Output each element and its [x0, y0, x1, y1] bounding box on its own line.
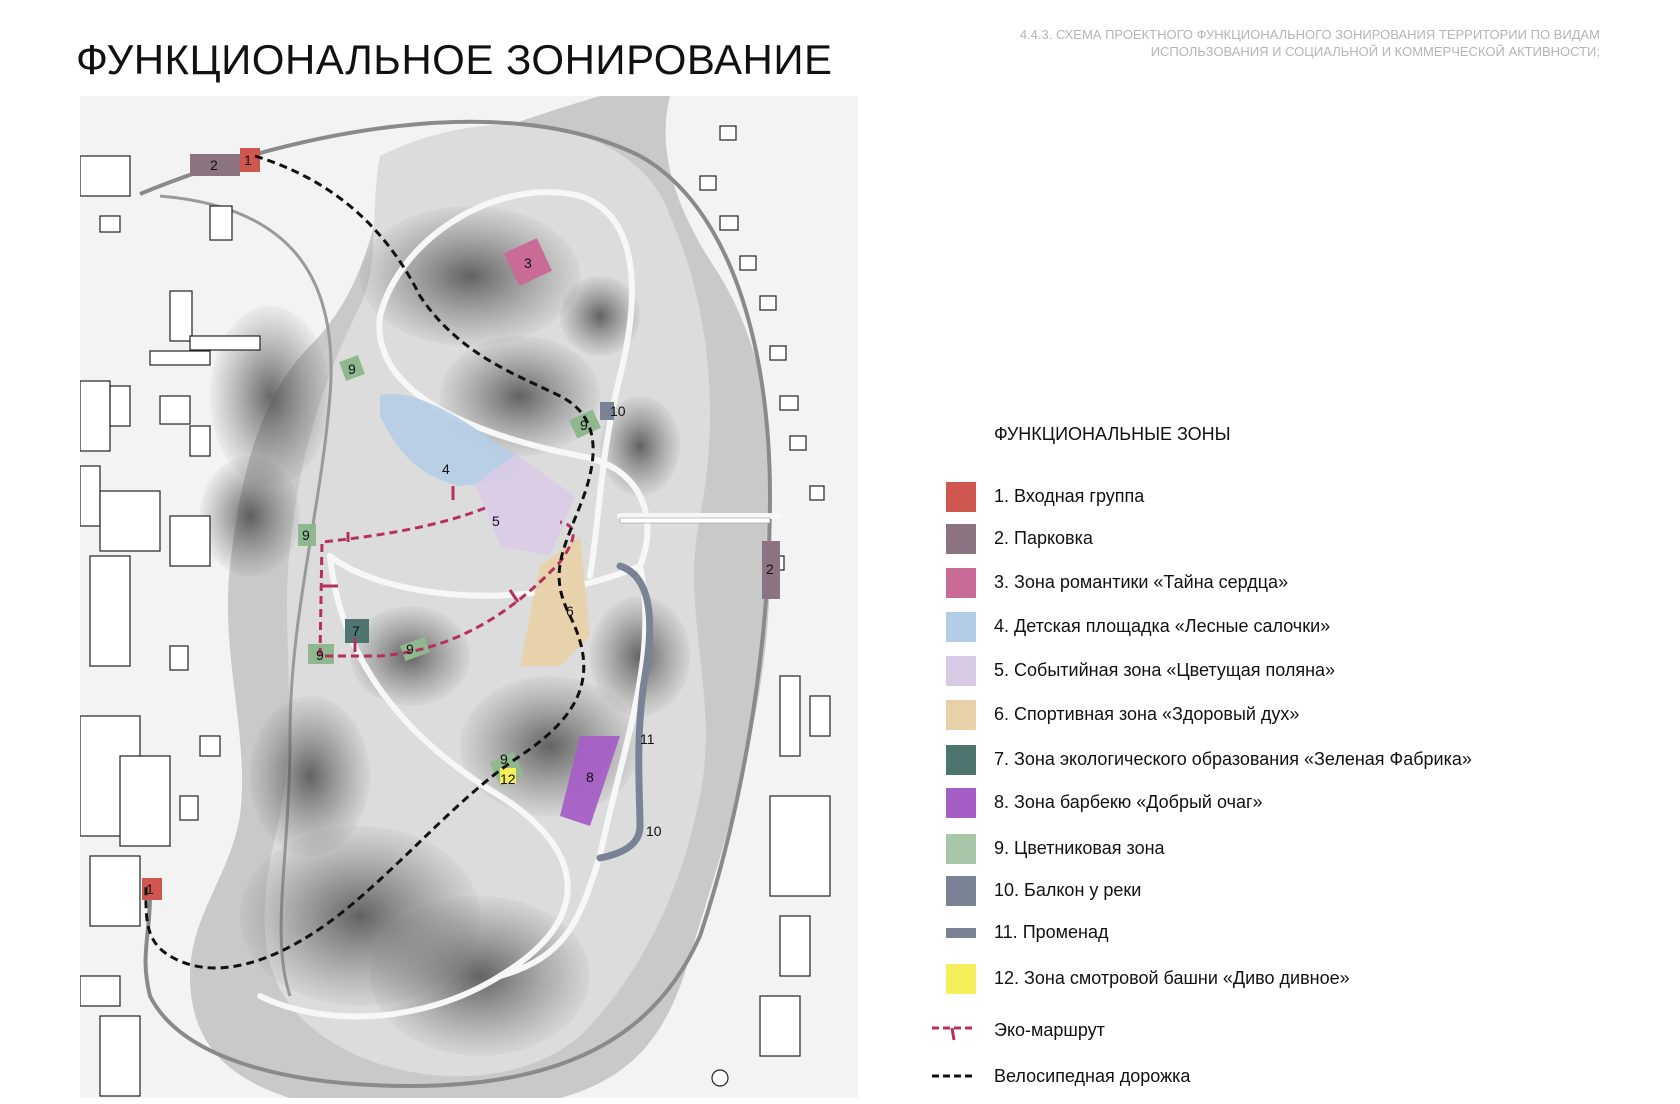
swatch-tower	[946, 964, 976, 994]
legend-label-parking: 2. Парковка	[994, 528, 1093, 548]
legend-label-barbecue: 8. Зона барбекю «Добрый очаг»	[994, 792, 1263, 812]
zone-8-barbecue[interactable]	[560, 736, 620, 826]
label-z4: 4	[442, 461, 450, 477]
legend-item-parking: 2. Парковка	[930, 524, 1530, 554]
label-z9f: 9	[500, 751, 508, 767]
legend-item-barbecue: 8. Зона барбекю «Добрый очаг»	[930, 788, 1530, 818]
eco-route-stops	[322, 486, 520, 652]
buildings-left	[80, 155, 261, 1097]
legend-label-bike-path: Велосипедная дорожка	[994, 1066, 1191, 1086]
legend-label-sports: 6. Спортивная зона «Здоровый дух»	[994, 704, 1300, 724]
zone-12-tower[interactable]	[500, 768, 516, 784]
swatch-promenade	[946, 928, 976, 938]
zone-2-parking-top[interactable]	[190, 154, 240, 176]
subtitle-line-1: 4.4.3. СХЕМА ПРОЕКТНОГО ФУНКЦИОНАЛЬНОГО …	[1019, 27, 1600, 42]
zone-3-romance[interactable]	[504, 238, 552, 286]
label-z10a: 10	[610, 403, 626, 419]
buildings-right	[699, 125, 831, 1057]
legend-item-balcony: 10. Балкон у реки	[930, 876, 1530, 906]
legend-item-eco-route: Эко-маршрут	[930, 1016, 1530, 1046]
page-subtitle: 4.4.3. СХЕМА ПРОЕКТНОГО ФУНКЦИОНАЛЬНОГО …	[900, 26, 1600, 60]
zoning-map[interactable]: 1 2 1 2 3 4 5 6 7 8 9 9 9 9 9 9 10 10 11…	[80, 96, 858, 1098]
bike-path	[144, 154, 595, 970]
label-z2a: 2	[210, 157, 218, 173]
legend-item-sports: 6. Спортивная зона «Здоровый дух»	[930, 700, 1530, 730]
swatch-parking	[946, 524, 976, 554]
zone-9-flowerbed-e[interactable]	[400, 637, 430, 661]
label-z1a: 1	[244, 152, 252, 168]
label-z9c: 9	[302, 527, 310, 543]
legend-item-eco-education: 7. Зона экологического образования «Зеле…	[930, 745, 1530, 775]
legend-item-romance: 3. Зона романтики «Тайна сердца»	[930, 568, 1530, 598]
swatch-romance	[946, 568, 976, 598]
label-z9d: 9	[316, 647, 324, 663]
bike-path-symbol	[932, 1074, 976, 1078]
subtitle-line-2: ИСПОЛЬЗОВАНИЯ И СОЦИАЛЬНОЙ И КОММЕРЧЕСКО…	[1150, 44, 1600, 59]
swatch-flowerbed	[946, 834, 976, 864]
zone-7-eco-education[interactable]	[345, 619, 369, 643]
legend-item-event: 5. Событийная зона «Цветущая поляна»	[930, 656, 1530, 686]
label-z6: 6	[566, 603, 574, 619]
footpaths	[257, 189, 783, 1020]
swatch-eco-education	[946, 745, 976, 775]
zone-10-balcony[interactable]	[600, 402, 614, 420]
swatch-playground	[946, 612, 976, 642]
zone-5-event-meadow[interactable]	[475, 454, 575, 556]
legend-label-entrance: 1. Входная группа	[994, 486, 1145, 506]
legend-label-tower: 12. Зона смотровой башни «Диво дивное»	[994, 968, 1350, 988]
label-z5: 5	[492, 513, 500, 529]
legend-label-eco-education: 7. Зона экологического образования «Зеле…	[994, 749, 1472, 769]
label-z3: 3	[524, 255, 532, 271]
label-z7: 7	[352, 623, 360, 639]
label-z10b: 10	[646, 823, 662, 839]
zone-4-playground[interactable]	[380, 394, 524, 486]
zone-2-parking-right[interactable]	[762, 541, 780, 599]
zone-11-promenade[interactable]	[596, 562, 654, 862]
label-z9a: 9	[348, 361, 356, 377]
label-z9e: 9	[406, 641, 414, 657]
legend-item-entrance: 1. Входная группа	[930, 482, 1530, 512]
legend-item-promenade: 11. Променад	[930, 918, 1530, 948]
legend-item-playground: 4. Детская площадка «Лесные салочки»	[930, 612, 1530, 642]
label-z9b: 9	[580, 417, 588, 433]
zone-1-entrance-top[interactable]	[240, 148, 260, 172]
swatch-entrance	[946, 482, 976, 512]
legend-label-event: 5. Событийная зона «Цветущая поляна»	[994, 660, 1336, 680]
label-z12: 12	[500, 771, 516, 787]
label-z2b: 2	[766, 561, 774, 577]
label-z8: 8	[586, 769, 594, 785]
zone-9-flowerbed-b[interactable]	[568, 409, 602, 439]
legend-label-balcony: 10. Балкон у реки	[994, 880, 1142, 900]
eco-route-symbol	[932, 1026, 976, 1041]
bridge	[619, 517, 771, 524]
swatch-barbecue	[946, 788, 976, 818]
zone-9-flowerbed-c[interactable]	[298, 524, 316, 546]
legend-label-promenade: 11. Променад	[994, 922, 1109, 942]
page-title: ФУНКЦИОНАЛЬНОЕ ЗОНИРОВАНИЕ	[76, 36, 833, 83]
legend-label-flowerbed: 9. Цветниковая зона	[994, 838, 1165, 858]
swatch-sports	[946, 700, 976, 730]
legend-label-playground: 4. Детская площадка «Лесные салочки»	[994, 616, 1331, 636]
zone-6-sports[interactable]	[520, 536, 590, 666]
label-z1b: 1	[146, 881, 154, 897]
zone-9-flowerbed-a[interactable]	[339, 355, 365, 381]
swatch-event	[946, 656, 976, 686]
map-canvas: 1 2 1 2 3 4 5 6 7 8 9 9 9 9 9 9 10 10 11…	[80, 96, 858, 1098]
legend-item-flowerbed: 9. Цветниковая зона	[930, 834, 1530, 864]
zone-labels: 1 2 1 2 3 4 5 6 7 8 9 9 9 9 9 9 10 10 11…	[146, 152, 774, 897]
swatch-balcony	[946, 876, 976, 906]
outer-path	[139, 119, 773, 1089]
legend-item-tower: 12. Зона смотровой башни «Диво дивное»	[930, 964, 1530, 994]
legend-item-bike-path: Велосипедная дорожка	[930, 1062, 1530, 1092]
legend-label-eco-route: Эко-маршрут	[994, 1020, 1105, 1040]
legend-label-romance: 3. Зона романтики «Тайна сердца»	[994, 572, 1289, 592]
legend-title: ФУНКЦИОНАЛЬНЫЕ ЗОНЫ	[994, 424, 1231, 444]
eco-route	[318, 506, 575, 658]
map-marker-circle	[711, 1069, 729, 1087]
label-z11: 11	[640, 731, 655, 747]
